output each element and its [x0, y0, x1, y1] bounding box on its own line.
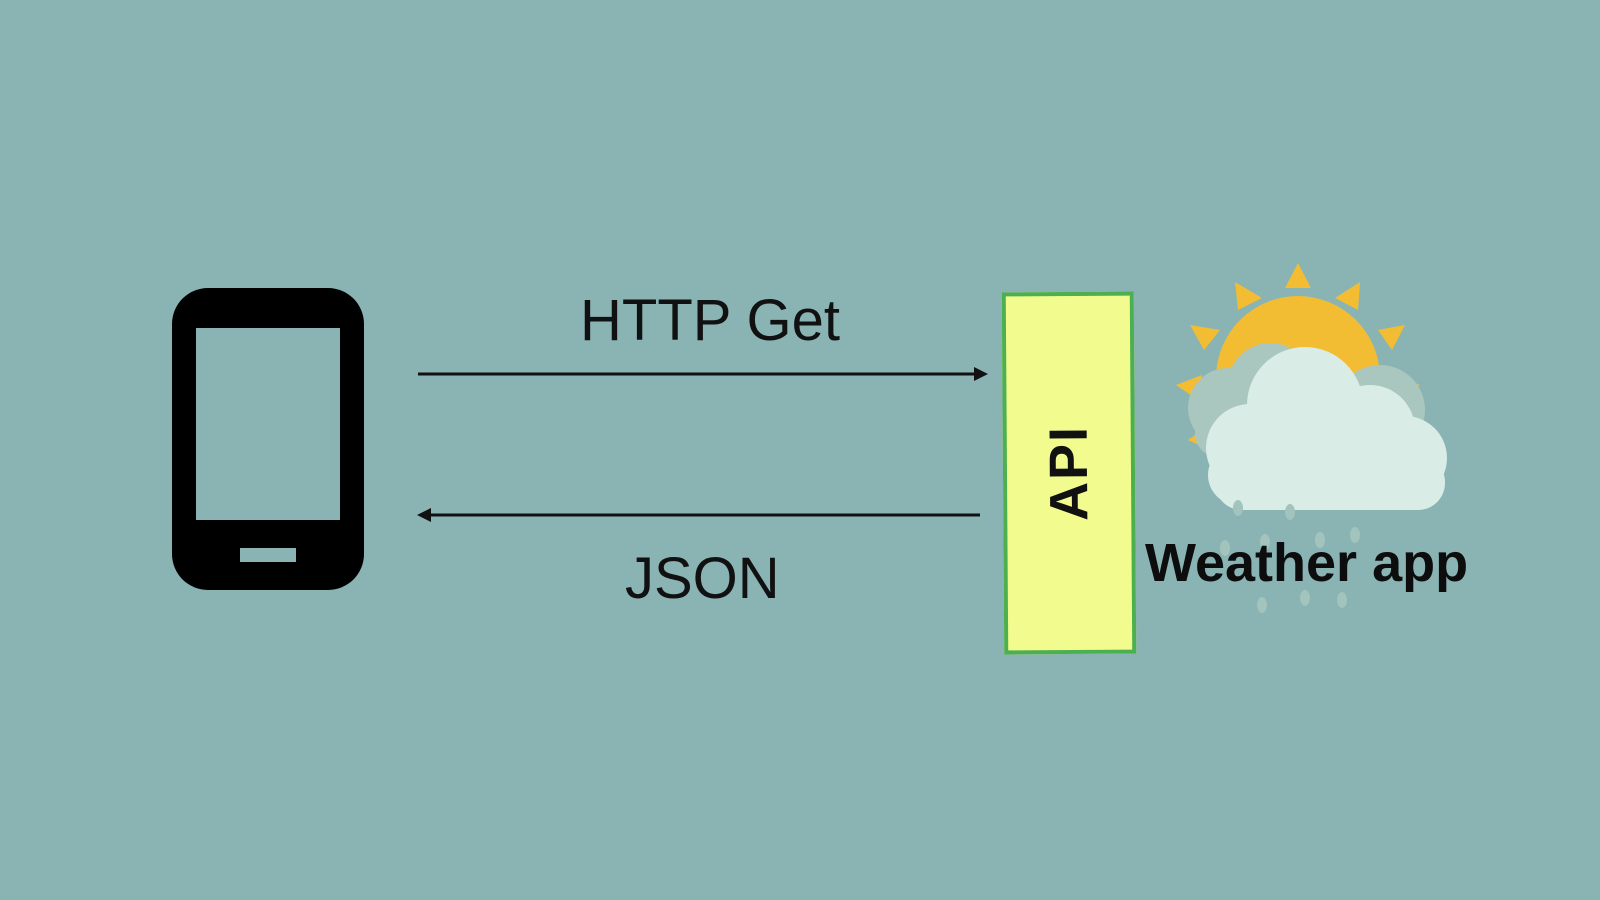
rain-drops	[1220, 500, 1360, 613]
front-cloud	[1206, 347, 1447, 510]
request-arrow	[418, 367, 988, 381]
request-label: HTTP Get	[580, 288, 840, 353]
phone-screen	[196, 328, 340, 520]
response-label: JSON	[625, 546, 780, 611]
response-arrow	[417, 508, 980, 522]
service-label: Weather app	[1145, 533, 1469, 593]
weather-sun-cloud-rain-icon	[1176, 263, 1447, 613]
phone-home-button	[240, 548, 296, 562]
api-box: API	[1001, 291, 1137, 655]
api-label: API	[1038, 424, 1100, 522]
smartphone-icon	[172, 288, 364, 590]
